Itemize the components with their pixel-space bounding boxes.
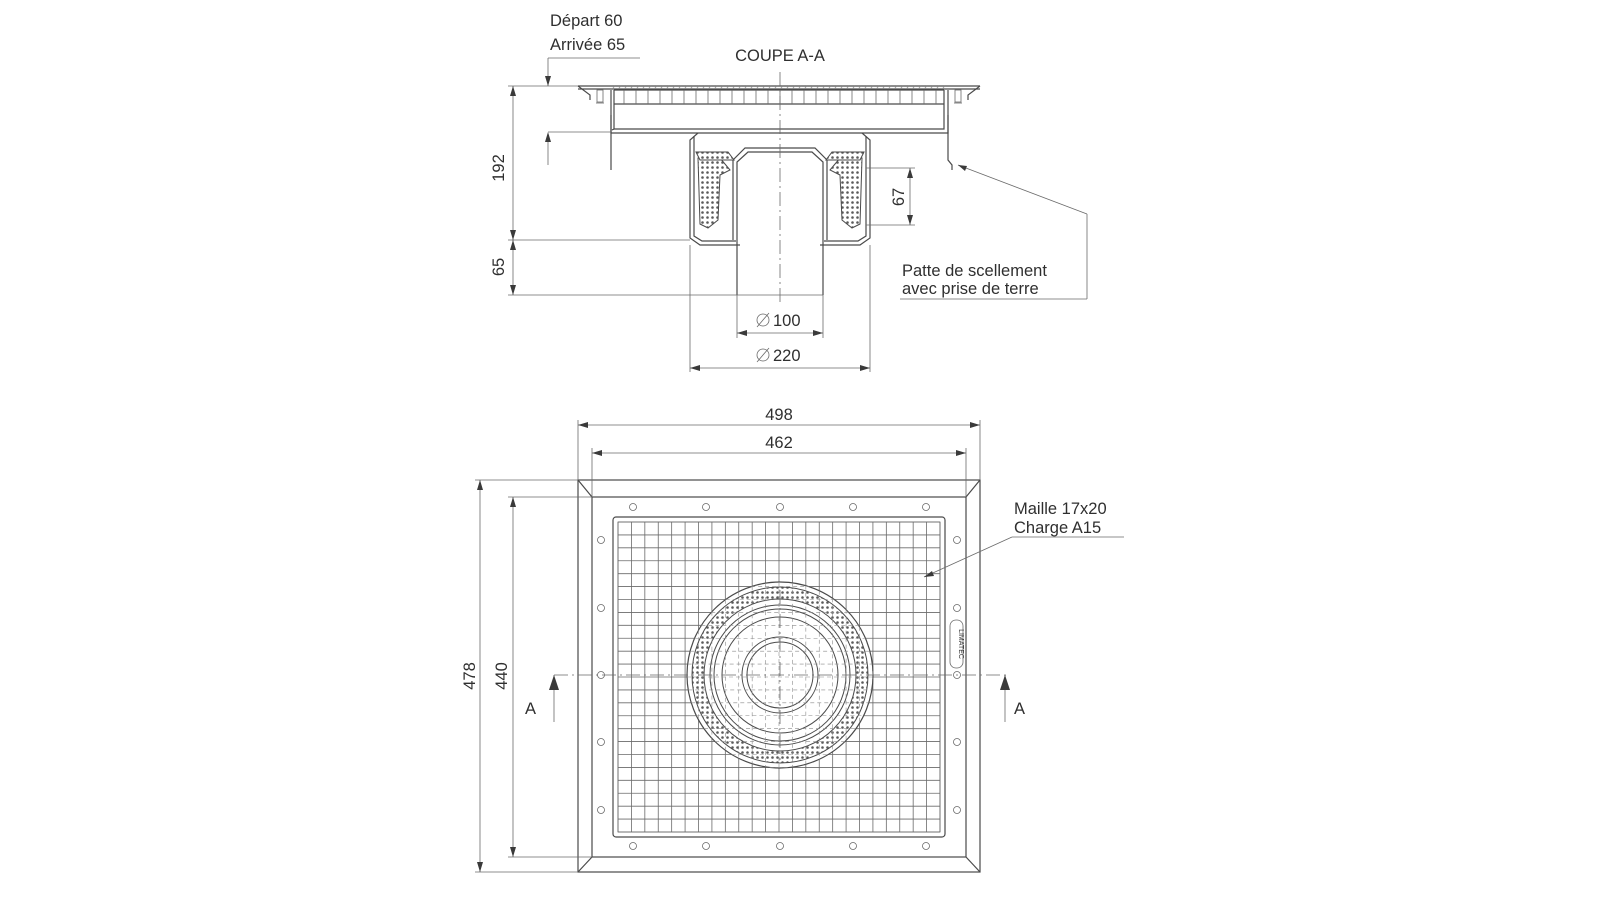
brand-label: LIMATEC <box>957 629 964 659</box>
flow-levels: Départ 60 Arrivée 65 <box>545 12 640 165</box>
section-mark-left: A <box>525 675 559 722</box>
dia-100-label: 100 <box>773 312 801 330</box>
dim-498-label: 498 <box>765 406 793 424</box>
mesh-callout: Maille 17x20 Charge A15 <box>923 500 1124 578</box>
dim-65: 65 <box>490 240 737 296</box>
section-mark-right: A <box>1000 675 1025 722</box>
arrivee-label: Arrivée 65 <box>550 36 625 54</box>
patte-callout: Patte de scellement avec prise de terre <box>900 164 1088 300</box>
plan-view: LIMATEC A A 498 <box>461 406 1124 873</box>
dim-67-label: 67 <box>890 188 908 206</box>
dim-440-label: 440 <box>493 662 511 690</box>
dim-dia-100: 100 <box>736 295 824 338</box>
inner-frame <box>591 496 967 858</box>
outer-frame <box>577 479 981 873</box>
brand-badge: LIMATEC <box>949 619 964 669</box>
section-body <box>610 90 953 296</box>
section-mark-left-label: A <box>525 700 536 718</box>
charge-label: Charge A15 <box>1014 519 1101 537</box>
section-grating <box>577 85 981 105</box>
dia-220-label: 220 <box>773 347 801 365</box>
patte-label-line1: Patte de scellement <box>902 262 1047 280</box>
dim-478-label: 478 <box>461 662 479 690</box>
fixing-holes <box>597 503 961 850</box>
patte-label-line2: avec prise de terre <box>902 280 1039 298</box>
dim-462: 462 <box>591 434 967 497</box>
section-title: COUPE A-A <box>735 47 825 65</box>
dim-478: 478 <box>461 479 578 873</box>
dim-462-label: 462 <box>765 434 793 452</box>
dim-440: 440 <box>493 496 592 858</box>
section-mark-right-label: A <box>1014 700 1025 718</box>
section-basket-left <box>695 151 735 229</box>
dim-192: 192 <box>490 85 690 241</box>
depart-label: Départ 60 <box>550 12 622 30</box>
dim-67: 67 <box>866 167 915 226</box>
dim-65-label: 65 <box>490 258 508 276</box>
grating-outline <box>612 516 946 838</box>
section-basket-right <box>825 151 865 229</box>
section-view: COUPE A-A <box>490 12 1088 372</box>
dim-192-label: 192 <box>490 154 508 182</box>
maille-label: Maille 17x20 <box>1014 500 1107 518</box>
dim-498: 498 <box>577 406 981 480</box>
dim-dia-220: 220 <box>689 245 871 372</box>
